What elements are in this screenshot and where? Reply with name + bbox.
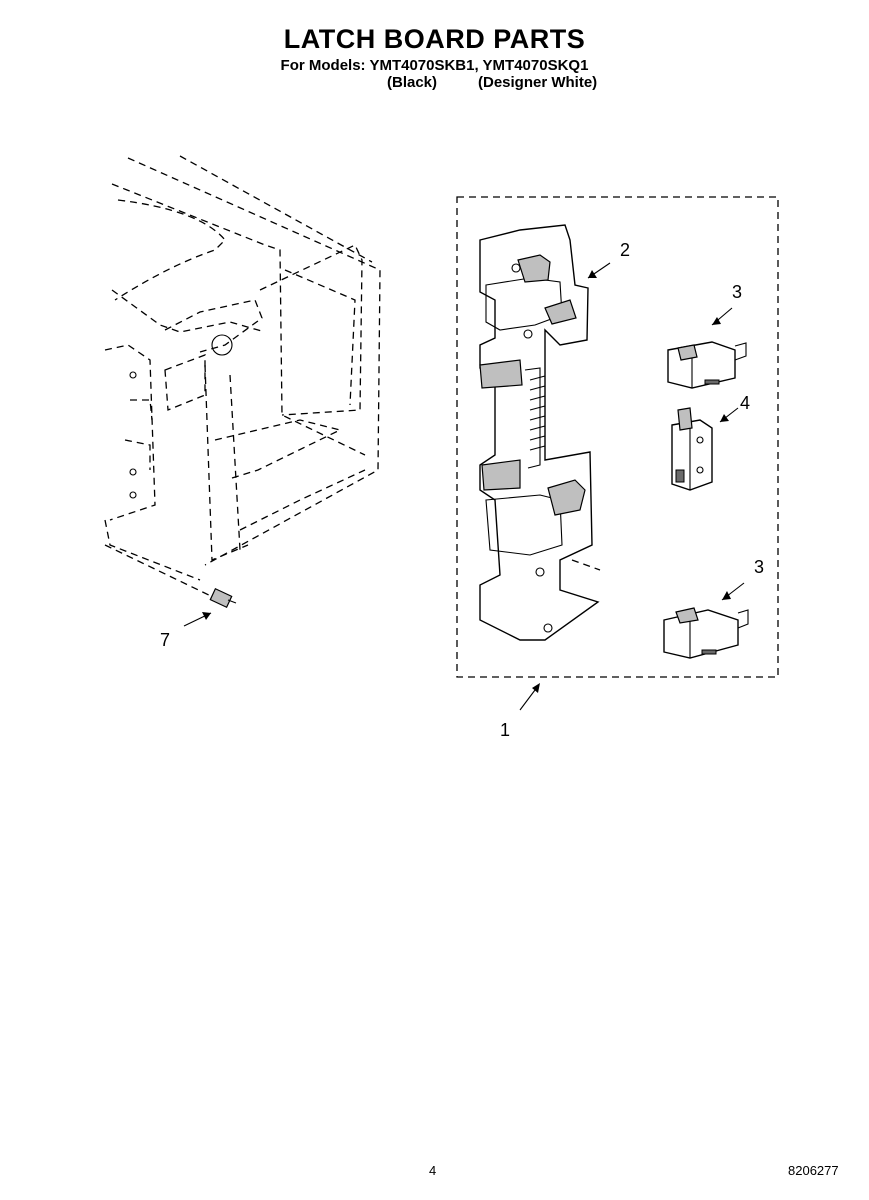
models-line: For Models: YMT4070SKB1, YMT4070SKQ1 [280, 57, 589, 74]
callout-1: 1 [500, 720, 511, 740]
page-number: 4 [429, 1163, 437, 1178]
cavity-outline [104, 155, 381, 581]
switch-top [667, 341, 747, 389]
callout-7: 7 [160, 630, 171, 650]
doc-number: 8206277 [788, 1163, 839, 1178]
callout-3-bottom: 3 [754, 557, 765, 577]
kit-box [456, 196, 779, 678]
switch-bottom [663, 607, 749, 659]
callout-4: 4 [740, 393, 751, 413]
switch-middle [671, 407, 713, 491]
callout-3-top: 3 [732, 282, 743, 302]
callout-2: 2 [620, 240, 631, 260]
screw-part [104, 544, 237, 627]
latch-board [479, 224, 601, 641]
page-title: LATCH BOARD PARTS [283, 24, 586, 54]
variant-black: (Black) [387, 74, 438, 91]
variant-designer-white: (Designer White) [478, 74, 598, 91]
